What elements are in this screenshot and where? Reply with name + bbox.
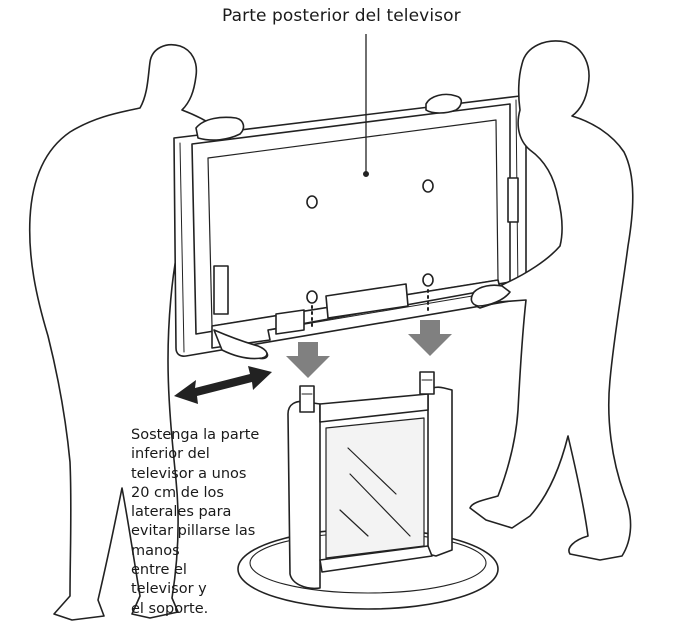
right-person — [469, 40, 634, 561]
instruction-line: televisor a unos — [131, 465, 247, 482]
instruction-line: manos — [131, 542, 180, 559]
stand-left-post — [287, 400, 321, 590]
down-arrow-left — [286, 342, 330, 378]
down-arrow-right — [408, 320, 452, 356]
tv-back-label: Parte posterior del televisor — [222, 6, 461, 26]
instruction-line: laterales para — [131, 504, 232, 521]
tv-stand — [237, 371, 499, 610]
top-hands — [195, 93, 463, 141]
spacing-double-arrow — [174, 366, 272, 404]
instruction-line: entre el — [131, 562, 187, 579]
instruction-line: televisor y — [131, 581, 207, 598]
holding-instruction: Sostenga la parte inferior del televisor… — [131, 426, 306, 619]
instruction-line: el soporte. — [131, 600, 209, 617]
down-arrows — [286, 320, 452, 378]
stand-right-post — [427, 386, 453, 557]
stand-glass-panel — [325, 417, 425, 559]
instruction-line: evitar pillarse las — [131, 523, 256, 540]
instruction-line: Sostenga la parte — [131, 427, 260, 443]
holding-arms — [213, 284, 511, 360]
instruction-line: inferior del — [131, 446, 210, 463]
instruction-line: 20 cm de los — [131, 484, 224, 501]
tv-set — [173, 95, 527, 357]
leader-dot — [362, 171, 369, 178]
